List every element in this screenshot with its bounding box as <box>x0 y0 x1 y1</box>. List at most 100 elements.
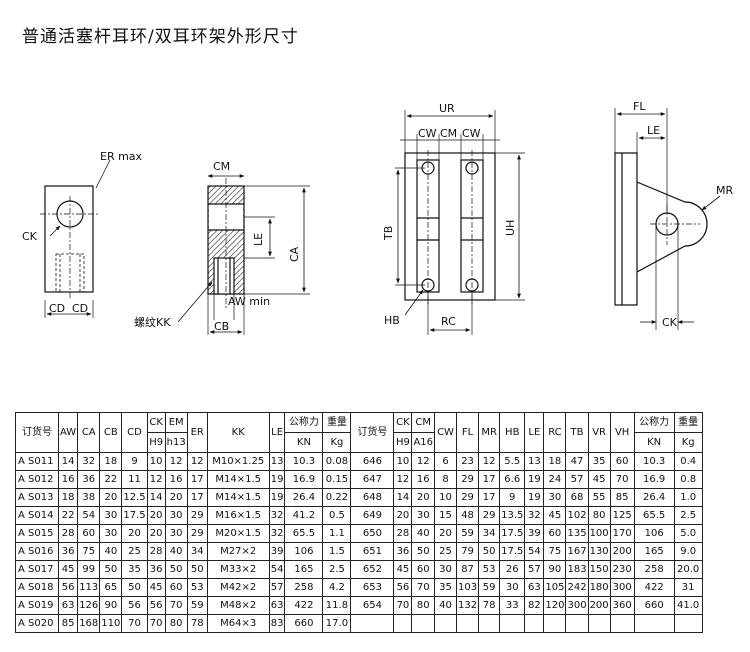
subheader-cm-a16-right: A16 <box>411 432 436 453</box>
table-cell: 30 <box>99 524 123 543</box>
empty-cell <box>587 614 611 633</box>
table-cell: 648 <box>350 488 395 507</box>
empty-cell <box>543 614 567 633</box>
table-cell: 45 <box>393 560 413 579</box>
table-cell: 30 <box>164 524 188 543</box>
table-cell: 9 <box>499 488 526 507</box>
table-cell: 45 <box>146 578 166 597</box>
table-cell: 13 <box>268 452 286 471</box>
table-cell: 22 <box>99 470 123 489</box>
dimension-table-wrapper: 订货号 AW CA CB CD CK EM ER KK LE 公称力 重量 订货… <box>15 412 703 633</box>
table-cell: 40 <box>99 542 123 561</box>
header-fl-right: FL <box>456 412 480 453</box>
table-cell: 29 <box>456 488 480 507</box>
fig2-aw-label: AW min <box>228 295 270 308</box>
table-cell: 48 <box>456 506 480 525</box>
table-cell: 30 <box>543 488 567 507</box>
table-cell: 40 <box>164 542 188 561</box>
table-cell: 132 <box>456 596 480 615</box>
table-cell: A S018 <box>15 578 59 597</box>
table-cell: 150 <box>587 560 611 579</box>
table-cell: 200 <box>587 596 611 615</box>
table-cell: 135 <box>565 524 589 543</box>
table-cell: 12.5 <box>121 488 148 507</box>
table-cell: 110 <box>99 614 123 633</box>
header-force: 公称力 <box>284 412 324 433</box>
table-cell: 14 <box>146 488 166 507</box>
table-cell: 17.5 <box>499 524 526 543</box>
table-cell: 9 <box>121 452 148 471</box>
table-cell: 16 <box>411 470 436 489</box>
table-cell: 126 <box>77 596 101 615</box>
table-cell: 50 <box>478 542 501 561</box>
header-tb-right: TB <box>565 412 589 453</box>
table-cell: 68 <box>565 488 589 507</box>
table-cell: 50 <box>186 560 208 579</box>
table-cell: 60 <box>164 578 188 597</box>
table-cell: 16.9 <box>284 470 324 489</box>
table-cell: 1.5 <box>322 542 352 561</box>
table-cell: 200 <box>609 542 635 561</box>
table-cell: 19 <box>268 470 286 489</box>
clevis-bracket-side-view <box>614 108 721 330</box>
table-cell: 50 <box>121 578 148 597</box>
table-cell: 35 <box>434 578 458 597</box>
table-cell: 28 <box>57 524 79 543</box>
table-cell: 25 <box>121 542 148 561</box>
table-cell: A S012 <box>15 470 59 489</box>
table-cell: 28 <box>146 542 166 561</box>
table-cell: 652 <box>350 560 395 579</box>
table-cell: 32 <box>268 506 286 525</box>
table-cell: 300 <box>609 578 635 597</box>
table-cell: 10.3 <box>633 452 675 471</box>
fig2-cb-label: CB <box>214 320 229 333</box>
header-order-no: 订货号 <box>15 412 59 453</box>
table-cell: 20 <box>393 506 413 525</box>
table-cell: 35 <box>121 560 148 579</box>
table-cell: M42×2 <box>206 578 270 597</box>
table-cell: 56 <box>57 578 79 597</box>
table-cell: 168 <box>77 614 101 633</box>
table-cell: A S011 <box>15 452 59 471</box>
fig3-cm-label: CM <box>440 127 457 140</box>
table-subheader-row: H9 h13 KN Kg H9 A16 KN Kg <box>16 432 703 453</box>
table-cell: 650 <box>350 524 395 543</box>
table-cell: 2.5 <box>673 506 703 525</box>
table-cell: 22 <box>57 506 79 525</box>
table-cell: 78 <box>478 596 501 615</box>
table-cell: A S020 <box>15 614 59 633</box>
table-cell: 56 <box>121 596 148 615</box>
table-cell: 80 <box>164 614 188 633</box>
table-cell: 65.5 <box>633 506 675 525</box>
table-cell: 646 <box>350 452 395 471</box>
table-cell: 258 <box>633 560 675 579</box>
table-cell: 50 <box>411 542 436 561</box>
table-cell: 29 <box>456 470 480 489</box>
dimension-table: 订货号 AW CA CB CD CK EM ER KK LE 公称力 重量 订货… <box>15 412 703 633</box>
table-cell: 19 <box>524 470 545 489</box>
header-ca: CA <box>77 412 101 453</box>
table-cell: 653 <box>350 578 395 597</box>
table-cell: M27×2 <box>206 542 270 561</box>
empty-cell <box>478 614 501 633</box>
table-cell: 31 <box>673 578 703 597</box>
subheader-ck-h9: H9 <box>146 432 166 453</box>
table-cell: 30 <box>434 560 458 579</box>
table-cell: 57 <box>268 578 286 597</box>
table-cell: 647 <box>350 470 395 489</box>
empty-cell <box>350 614 395 633</box>
table-cell: 17.5 <box>121 506 148 525</box>
table-cell: 70 <box>146 614 166 633</box>
table-cell: 26.4 <box>633 488 675 507</box>
table-cell: 17.5 <box>499 542 526 561</box>
table-cell: 14 <box>393 488 413 507</box>
empty-cell <box>411 614 436 633</box>
table-cell: 65.5 <box>284 524 324 543</box>
table-cell: 17 <box>478 470 501 489</box>
table-cell: 1.0 <box>673 488 703 507</box>
table-cell: 36 <box>57 542 79 561</box>
